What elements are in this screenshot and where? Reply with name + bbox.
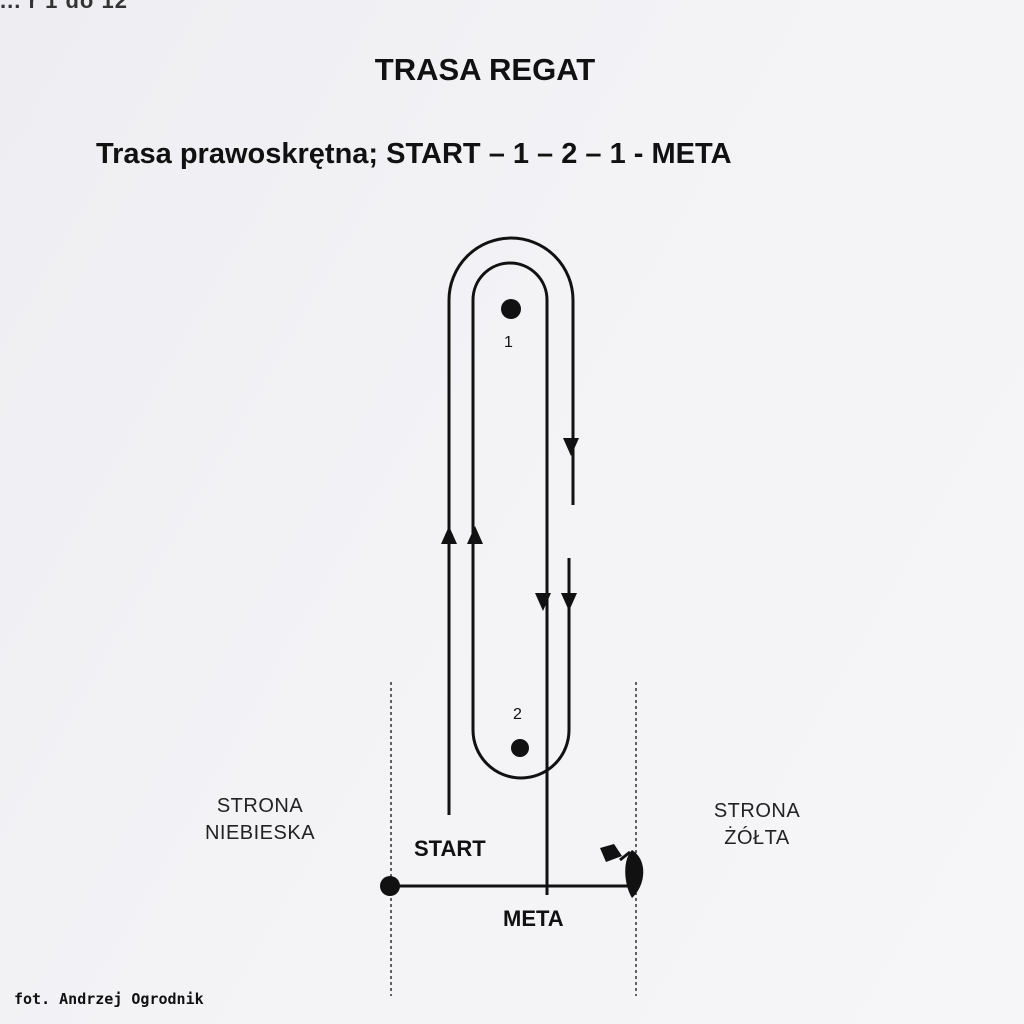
mark-1-label: 1: [504, 334, 513, 351]
arrow-up-icon: [467, 526, 483, 544]
mark-1-buoy: [501, 299, 521, 319]
side-left-line-2: NIEBIESKA: [204, 822, 316, 844]
mark-2-buoy: [511, 739, 529, 757]
committee-boat-icon: [600, 844, 644, 898]
side-label-right: STRONA ŻÓŁTA: [712, 798, 802, 852]
page-header-fragment: ... r 1 do 12: [0, 0, 128, 13]
pin-buoy: [380, 876, 400, 896]
arrow-down-icon: [535, 593, 551, 611]
outer-route-line-bottom: [471, 261, 571, 895]
start-label: START: [414, 836, 486, 861]
mark-2-label: 2: [513, 706, 522, 723]
finish-label: META: [503, 906, 564, 931]
page-title: TRASA REGAT: [374, 52, 596, 87]
outer-route-line: [447, 236, 575, 815]
side-left-line-1: STRONA: [216, 795, 304, 817]
side-right-line-2: ŻÓŁTA: [724, 827, 790, 849]
arrow-down-icon: [561, 593, 577, 611]
side-right-line-1: STRONA: [713, 800, 801, 822]
course-subtitle: Trasa prawoskrętna; START – 1 – 2 – 1 - …: [96, 138, 732, 170]
arrow-up-icon: [441, 526, 457, 544]
photo-credit: fot. Andrzej Ogrodnik: [14, 990, 204, 1008]
side-label-left: STRONA NIEBIESKA: [200, 793, 320, 847]
arrow-down-icon: [563, 438, 579, 456]
